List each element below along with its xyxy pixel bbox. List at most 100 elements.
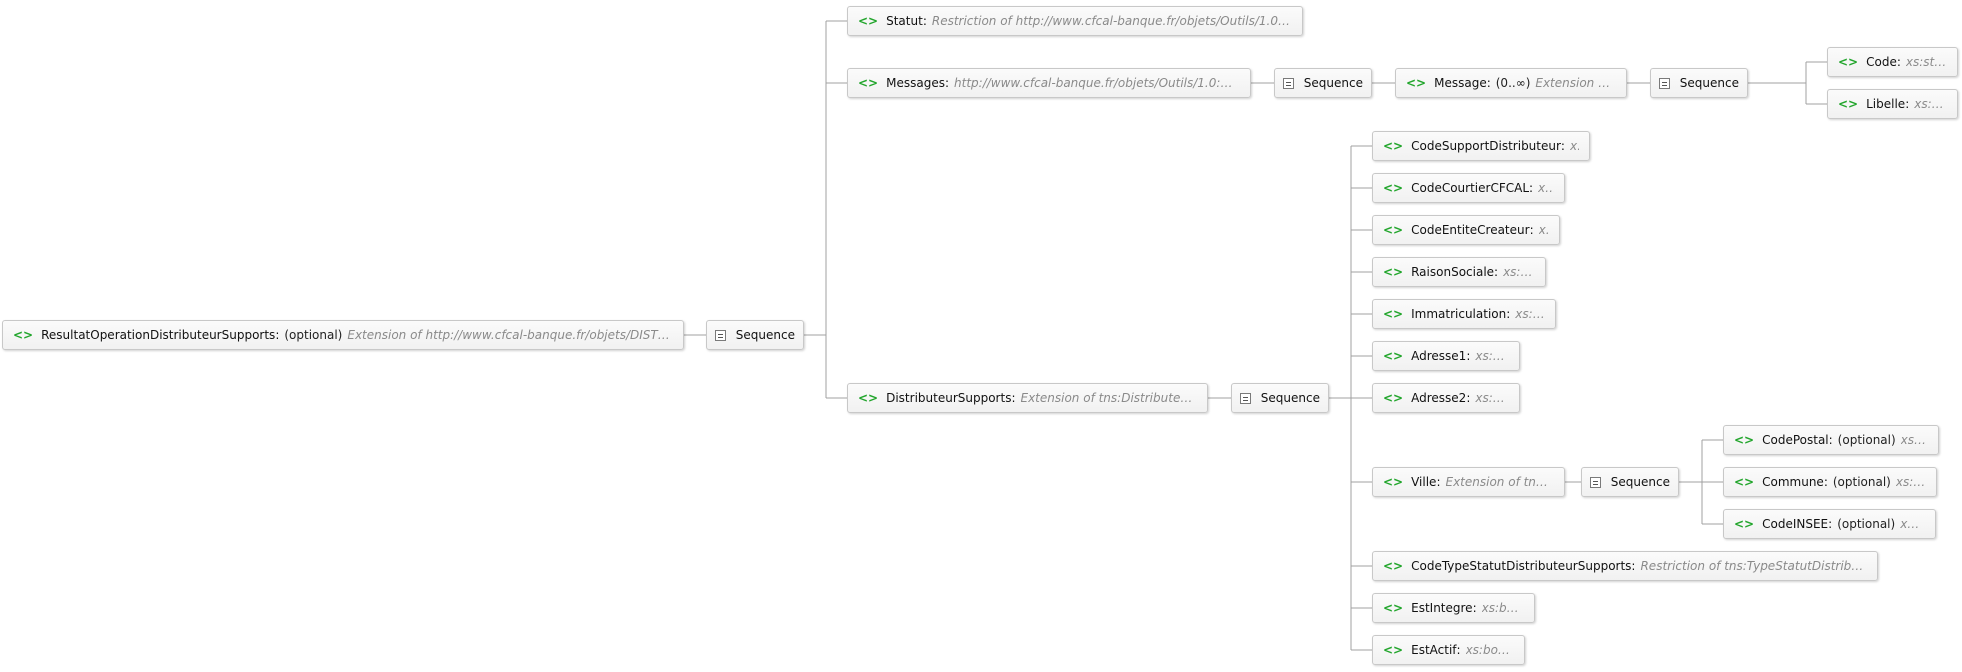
ville-sequence-node[interactable]: Sequence (1581, 467, 1679, 497)
type-label: xs:string (1503, 265, 1535, 279)
element-name: EstActif (1411, 643, 1457, 657)
element-name: Ville (1411, 475, 1437, 489)
messages-element-node[interactable]: <>Messages :http://www.cfcal-banque.fr/o… (847, 68, 1251, 98)
element-icon: <> (1383, 181, 1404, 195)
sequence-label: Sequence (1610, 475, 1670, 489)
element-icon: <> (1734, 517, 1755, 531)
adresse1-element-node[interactable]: <> Adresse1 : xs:string (1372, 341, 1520, 371)
statut-element-node[interactable]: <>Statut :Restriction of http://www.cfca… (847, 6, 1303, 36)
element-name: CodeINSEE (1762, 517, 1829, 531)
element-name: DistributeurSupports (886, 391, 1012, 405)
sequence-icon (1240, 392, 1251, 404)
code-element-node[interactable]: <>Code :xs:string (1827, 47, 1958, 77)
sequence-label: Sequence (1303, 76, 1363, 90)
name-separator: : (1529, 223, 1534, 237)
name-separator: : (1828, 433, 1833, 447)
element-icon: <> (1383, 265, 1404, 279)
occurrence-label: (0..∞) (1495, 76, 1531, 90)
sequence-label: Sequence (1260, 391, 1320, 405)
element-icon: <> (858, 391, 879, 405)
name-separator: : (1011, 391, 1016, 405)
name-separator: : (1896, 55, 1901, 69)
code-support-distributeur-element-node[interactable]: <>CodeSupportDistributeur :xs:int (1372, 131, 1590, 161)
type-label: xs:string (1475, 391, 1509, 405)
occurrence-label: (optional) (1837, 433, 1896, 447)
type-label: xs:string (1914, 97, 1947, 111)
code-entite-createur-element-node[interactable]: <>CodeEntiteCreateur :xs:int (1372, 215, 1560, 245)
name-separator: : (1436, 475, 1441, 489)
immatriculation-element-node[interactable]: <>Immatriculation :xs:string (1372, 299, 1556, 329)
element-icon: <> (1734, 433, 1755, 447)
element-icon: <> (1383, 559, 1404, 573)
sequence-icon (715, 329, 726, 341)
name-separator: : (1456, 643, 1461, 657)
sequence-label: Sequence (1679, 76, 1739, 90)
name-separator: : (922, 14, 927, 28)
element-name: Message (1434, 76, 1487, 90)
name-separator: : (1472, 601, 1477, 615)
element-name: Adresse1 (1411, 349, 1467, 363)
code-type-statut-distributeur-supports-element-node[interactable]: <> CodeTypeStatutDistributeurSupports : Re… (1372, 551, 1878, 581)
name-separator: : (1560, 139, 1565, 153)
name-separator: : (1466, 349, 1471, 363)
element-icon: <> (1406, 76, 1427, 90)
type-label: Restriction of tns:TypeStatutDistributeu… (1640, 559, 1867, 573)
message-element-node[interactable]: <> Message : (0..∞) Extension of tns:Messag… (1395, 68, 1627, 98)
occurrence-label: (optional) (1837, 517, 1896, 531)
element-icon: <> (1383, 139, 1404, 153)
element-icon: <> (858, 76, 879, 90)
est-integre-element-node[interactable]: <> EstIntegre : xs:boolean (1372, 593, 1535, 623)
messages-sequence-node[interactable]: Sequence (1274, 68, 1372, 98)
name-separator: : (1506, 307, 1511, 321)
element-icon: <> (1383, 601, 1404, 615)
name-separator: : (275, 328, 280, 342)
name-separator: : (1494, 265, 1499, 279)
type-label: xs:int (1538, 223, 1549, 237)
type-label: xs:string (1515, 307, 1545, 321)
element-icon: <> (1383, 349, 1404, 363)
adresse2-element-node[interactable]: <>Adresse2 :xs:string (1372, 383, 1520, 413)
libelle-element-node[interactable]: <>Libelle :xs:string (1827, 89, 1958, 119)
type-label: xs:string (1900, 517, 1925, 531)
type-label: http://www.cfcal-banque.fr/objets/Outils… (954, 76, 1240, 90)
code-postal-element-node[interactable]: <>CodePostal :(optional)xs:string (1723, 425, 1939, 455)
name-separator: : (1529, 181, 1534, 195)
type-label: xs:string (1475, 349, 1509, 363)
raison-sociale-element-node[interactable]: <>RaisonSociale :xs:string (1372, 257, 1546, 287)
est-actif-element-node[interactable]: <>EstActif :xs:boolean (1372, 635, 1525, 665)
type-label: Extension of tns:Ville (1445, 475, 1555, 489)
element-icon: <> (858, 14, 879, 28)
commune-element-node[interactable]: <>Commune :(optional)xs:string (1723, 467, 1937, 497)
element-icon: <> (13, 328, 34, 342)
element-icon: <> (1383, 643, 1404, 657)
element-name: CodeSupportDistributeur (1411, 139, 1561, 153)
root-element-node[interactable]: <>ResultatOperationDistributeurSupports … (2, 320, 684, 350)
message-sequence-node[interactable]: Sequence (1650, 68, 1748, 98)
ville-element-node[interactable]: <>Ville :Extension of tns:Ville (1372, 467, 1565, 497)
name-separator: : (1486, 76, 1491, 90)
name-separator: : (1631, 559, 1636, 573)
name-separator: : (1823, 475, 1828, 489)
element-name: CodePostal (1762, 433, 1829, 447)
element-name: CodeEntiteCreateur (1411, 223, 1530, 237)
code-insee-element-node[interactable]: <> CodeINSEE : (optional) xs:string (1723, 509, 1936, 539)
code-courtier-cfcal-element-node[interactable]: <>CodeCourtierCFCAL :xs:int (1372, 173, 1565, 203)
distributeur-sequence-node[interactable]: Sequence (1231, 383, 1329, 413)
type-label: Extension of tns:DistributeurSupports (1020, 391, 1198, 405)
element-name: Commune (1762, 475, 1824, 489)
type-label: Extension of tns:Message (1535, 76, 1616, 90)
distributeur-element-node[interactable]: <> DistributeurSupports : Extension of tns… (847, 383, 1208, 413)
element-name: EstIntegre (1411, 601, 1473, 615)
element-name: Adresse2 (1411, 391, 1467, 405)
element-name: Immatriculation (1411, 307, 1507, 321)
occurrence-label: (optional) (1832, 475, 1891, 489)
name-separator: : (1828, 517, 1833, 531)
element-icon: <> (1734, 475, 1755, 489)
root-sequence-node[interactable]: Sequence (706, 320, 804, 350)
type-label: xs:boolean (1481, 601, 1524, 615)
element-name: CodeTypeStatutDistributeurSupports (1411, 559, 1632, 573)
sequence-icon (1590, 476, 1601, 488)
occurrence-label: (optional) (284, 328, 343, 342)
element-icon: <> (1838, 55, 1859, 69)
